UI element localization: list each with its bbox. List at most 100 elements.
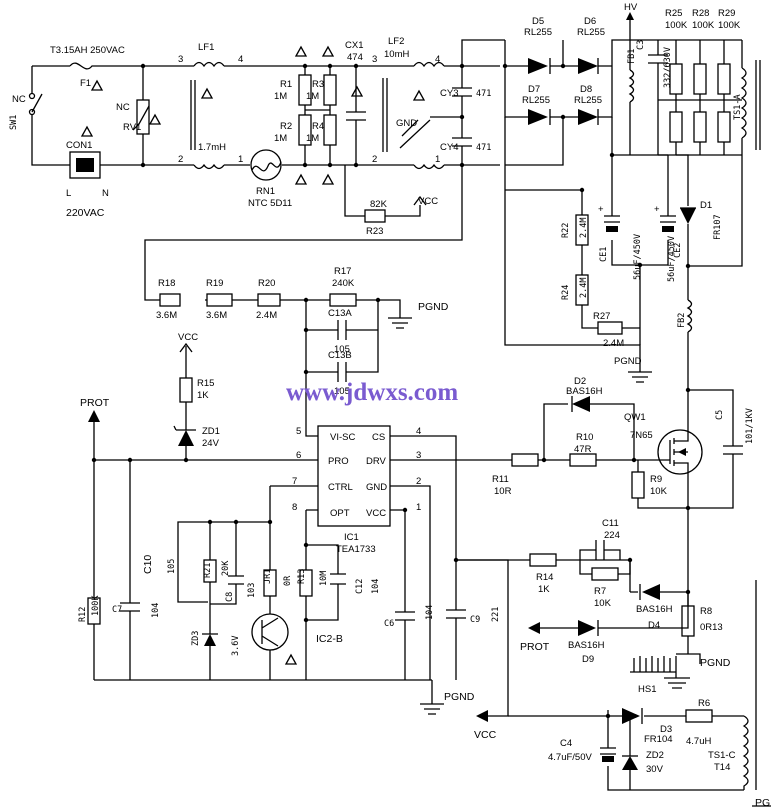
control-c8-label: C8	[225, 592, 235, 602]
rectifier-c3-label: C3	[636, 40, 646, 50]
control-r21-label: R21	[203, 563, 213, 578]
rectifier-d5_val-label: RL255	[524, 27, 552, 38]
switch-sw1: NC SW1	[9, 92, 43, 130]
opt-network: R21 20K C8 103 ZD3 3.6V JR1 0R R13 10M C…	[177, 486, 381, 680]
control-c10-label: C10	[142, 555, 154, 574]
ic-supply: C6 104 C9 221 PGND VCC	[384, 507, 509, 741]
rectifier-ce1-label: CE1	[599, 247, 609, 262]
warning-icon	[80, 125, 94, 137]
ferrite-fb2: FB2	[677, 263, 734, 420]
divider-r20-label: R20	[258, 278, 275, 289]
aux-r6-label: R6	[698, 698, 710, 709]
power-d2_val-label: BAS16H	[566, 386, 603, 397]
power-r10_val-label: 47R	[574, 444, 592, 455]
fuse-label: F1	[80, 78, 91, 89]
rectifier-hv-label: HV	[624, 2, 638, 13]
rectifier-ts1a-label: TS1-A	[733, 94, 743, 120]
power-c5-label: C5	[715, 410, 725, 420]
power-r7-label: R7	[594, 586, 606, 597]
warning-icon	[284, 653, 298, 665]
rectifier-r24_val-label: 2.4M	[579, 278, 589, 298]
control-pins-p8-label: 8	[292, 502, 297, 513]
aux-ts1c_turns-label: T14	[714, 762, 730, 773]
rectifier-d8_val-label: RL255	[574, 95, 602, 106]
aux-zd2-label: ZD2	[646, 750, 664, 761]
rectifier-r29-label: R29	[718, 8, 735, 19]
control-pin_names-opt-label: OPT	[330, 508, 350, 519]
filter-r23-label: R23	[366, 226, 383, 237]
aux-c4_val-label: 4.7uF/50V	[548, 752, 592, 763]
control-r12-label: R12	[78, 607, 88, 622]
power-r11-label: R11	[492, 474, 509, 485]
bulk-capacitors: ++ CE1 56uF/450V CE2 56uF/450V	[598, 117, 683, 345]
control-pins-p7-label: 7	[292, 476, 297, 487]
rectifier-c3_val-label: 332/630V	[663, 47, 673, 88]
svg-text:+: +	[654, 204, 660, 215]
control-pin_names-drv-label: DRV	[366, 456, 387, 467]
warning-icon	[412, 89, 426, 101]
divider-c13a-label: C13A	[328, 308, 352, 319]
control-prot_top-label: PROT	[80, 397, 110, 409]
control-pins-p3-label: 3	[416, 450, 421, 461]
control-c6-label: C6	[384, 619, 394, 629]
filter-rn1-label: RN1	[256, 186, 275, 197]
control-ic-label: IC1	[344, 532, 359, 543]
prot-net: PROT R12 100K C7 104 C10 105	[78, 397, 432, 681]
power-r14-label: R14	[536, 572, 553, 583]
filter-cy3-label: CY3	[440, 88, 458, 99]
rectifier-ce2-label: CE2	[673, 243, 683, 258]
filter-lf2_p1-label: 1	[435, 154, 440, 165]
filter-r2-label: R2	[280, 121, 292, 132]
control-jr1_val-label: 0R	[283, 575, 293, 586]
control-r21_val-label: 20K	[221, 560, 231, 576]
filter-gnd-label: GND	[396, 118, 417, 129]
rectifier-ce1_val-label: 56uF/450V	[633, 234, 643, 280]
control-ic_part-label: TEA1733	[336, 544, 376, 555]
control-pin_names-pro-label: PRO	[328, 456, 349, 467]
connector-l: L	[66, 188, 71, 199]
divider-c13a_val-label: 105	[334, 344, 350, 355]
aux-d3-label: D3	[660, 724, 672, 735]
power-d2-label: D2	[574, 376, 586, 387]
watermark-text: www.jdwxs.com	[286, 379, 458, 406]
control-r12_val-label: 100K	[91, 595, 101, 616]
power-r8-label: R8	[700, 606, 712, 617]
connector-n: N	[102, 188, 109, 199]
control-c9-label: C9	[470, 615, 480, 625]
rectifier-ce2_val-label: 56uF/450V	[667, 236, 677, 282]
rectifier-d7-label: D7	[528, 84, 540, 95]
divider-c13b_val-label: 105	[334, 386, 350, 397]
aux-d3_val-label: FR104	[644, 734, 673, 745]
control-r13-label: R13	[297, 569, 307, 584]
fuse-rating: T3.15AH 250VAC	[50, 45, 125, 56]
power-r7_val-label: 10K	[594, 598, 612, 609]
control-c12_val-label: 104	[371, 579, 381, 594]
control-vcc_bottom-label: VCC	[474, 729, 497, 741]
varistor-nc-label: NC	[116, 102, 130, 113]
aux-pg-label: PG	[755, 797, 770, 808]
power-c11_val-label: 224	[604, 530, 620, 541]
aux-r6_val-label: 4.7uH	[686, 736, 711, 747]
control-c6_val-label: 104	[425, 605, 435, 620]
divider-r17-label: R17	[334, 266, 351, 277]
divider-r18-label: R18	[158, 278, 175, 289]
filter-lf2_p3-label: 3	[372, 54, 377, 65]
filter-cx1-label: CX1	[345, 40, 363, 51]
mains-label: 220VAC	[66, 207, 105, 219]
filter-lf2_p4-label: 4	[435, 54, 440, 65]
rectifier-r28-label: R28	[692, 8, 709, 19]
control-zd3_val-label: 3.6V	[231, 636, 241, 656]
rectifier-r25_val-label: 100K	[665, 20, 688, 31]
filter-r4_val-label: 1M	[306, 133, 319, 144]
rectifier-d7_val-label: RL255	[522, 95, 550, 106]
power-c5_val-label: 101/1KV	[745, 408, 755, 444]
